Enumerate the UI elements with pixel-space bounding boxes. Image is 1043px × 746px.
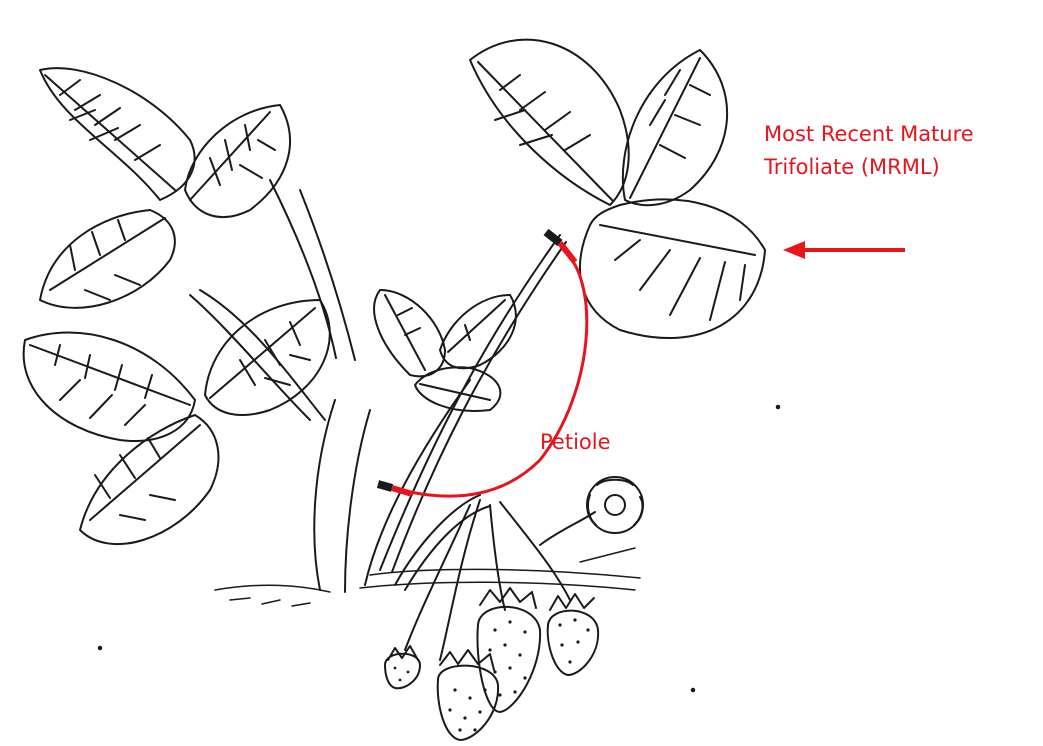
fruit-stems — [405, 500, 570, 660]
ground — [99, 406, 780, 692]
mrml-leaf — [470, 40, 765, 338]
petiole-bottom-marker-red — [392, 488, 412, 494]
mrml-label-line1: Most Recent Mature — [764, 118, 974, 151]
leaf-lower-left — [24, 300, 330, 544]
petiole-bracket-curve — [410, 250, 587, 496]
leaf-upper-left — [40, 68, 290, 308]
crown-stems — [190, 180, 490, 592]
mrml-petiole-stem — [380, 235, 560, 570]
left-arrow-icon — [783, 241, 905, 259]
strawberries — [385, 588, 598, 740]
petiole-bottom-marker — [378, 484, 392, 488]
mrml-label: Most Recent Mature Trifoliate (MRML) — [764, 118, 974, 184]
mrml-label-line2: Trifoliate (MRML) — [764, 151, 974, 184]
strawberry-plant-illustration — [24, 40, 780, 740]
leaf-center — [374, 290, 516, 411]
petiole-label: Petiole — [540, 426, 611, 459]
mrml-petiole-stem-edge — [392, 242, 566, 572]
petiole-top-marker-red — [560, 243, 575, 262]
flower — [540, 477, 643, 545]
petiole-top-marker — [546, 232, 560, 243]
